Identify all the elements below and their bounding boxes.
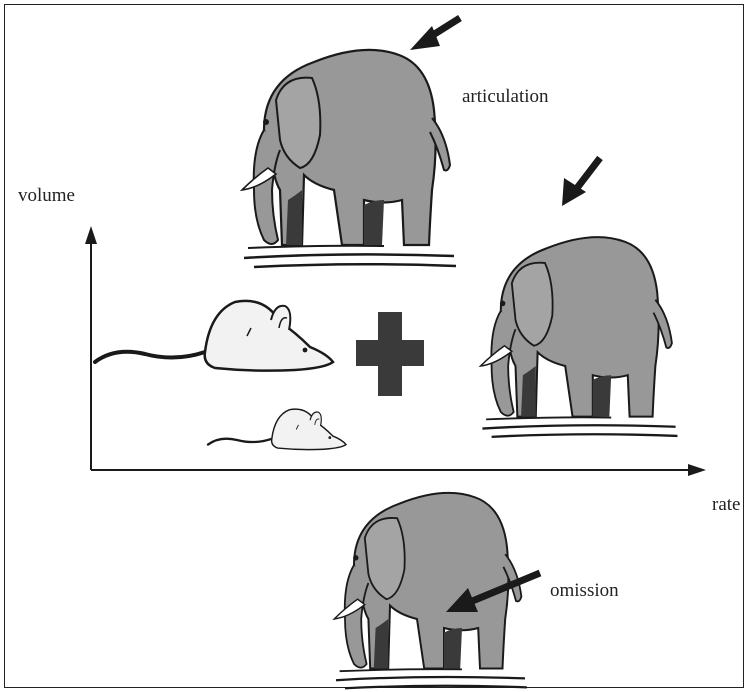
plus-icon <box>356 312 424 396</box>
top-elephant-icon <box>242 50 456 267</box>
small-mouse-icon <box>208 409 346 449</box>
y-arrowhead-icon <box>85 226 97 244</box>
arrow-articulation-icon <box>410 18 460 50</box>
large-mouse-icon <box>95 301 333 371</box>
x-arrowhead-icon <box>688 464 706 476</box>
arrow-right-elephant-icon <box>562 158 600 206</box>
right-elephant-icon <box>481 237 678 437</box>
